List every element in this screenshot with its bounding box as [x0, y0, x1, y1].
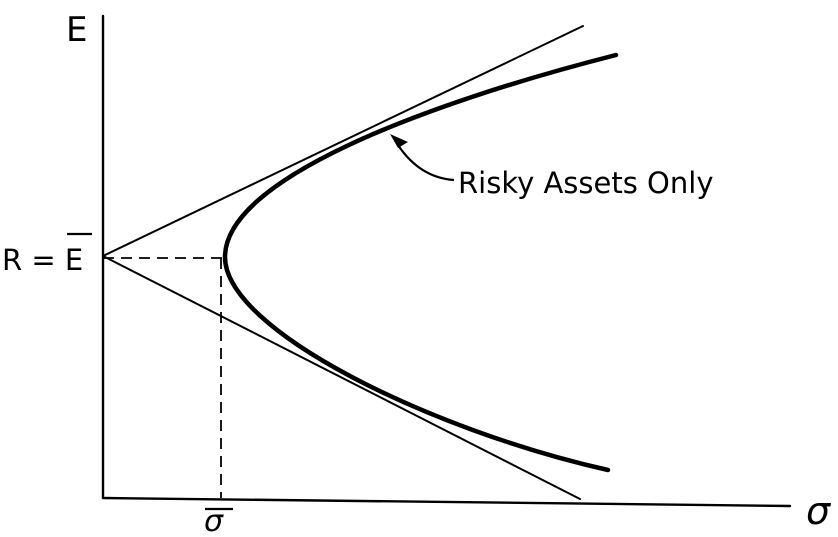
annotation-arrow-head	[390, 134, 408, 148]
min-sigma-label-group: σ	[204, 504, 233, 537]
min-sigma-label: σ	[204, 504, 224, 537]
horizontal-axis-sigma	[101, 496, 792, 508]
intercept-label-group: R = E	[2, 232, 92, 277]
risky-assets-curve	[222, 52, 619, 473]
upper-tangent-line	[102, 25, 584, 257]
lower-tangent-line	[102, 255, 581, 500]
sigma-axis-label: σ	[806, 489, 832, 533]
curve-annotation: Risky Assets Only	[390, 134, 713, 200]
e-axis-label: E	[66, 10, 87, 50]
annotation-arrow-line	[397, 144, 455, 182]
curve-label: Risky Assets Only	[458, 166, 713, 200]
intercept-label: R = E	[2, 243, 83, 277]
